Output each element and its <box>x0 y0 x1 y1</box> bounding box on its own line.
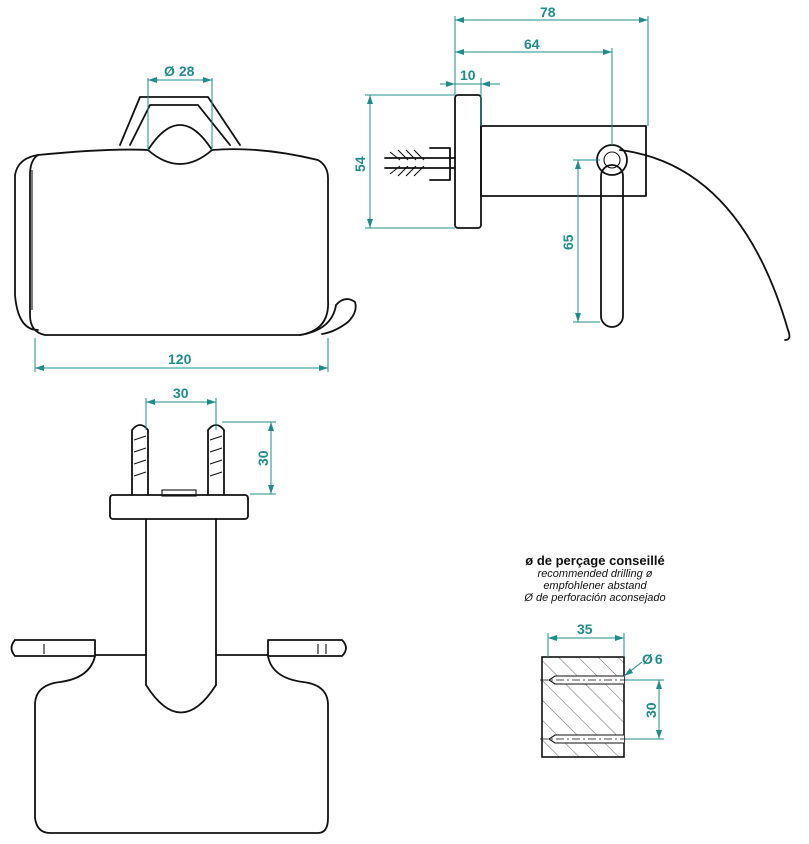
dimension-label-front-width: 120 <box>168 351 192 367</box>
side-view <box>384 94 791 341</box>
dimension-label-drill-spacing: 30 <box>643 702 659 718</box>
drilling-note-es: Ø de perforación aconsejado <box>524 592 666 604</box>
drilling-detail <box>540 656 660 758</box>
drilling-note-en: recommended drilling ø <box>537 568 653 580</box>
top-view <box>10 424 347 834</box>
top-view-dimensions: 30 30 <box>145 385 276 495</box>
dimension-label-top-arm: 64 <box>524 36 540 52</box>
drilling-note-de: empfohlener abstand <box>543 580 647 592</box>
dimension-label-drill-width: 35 <box>577 621 593 637</box>
front-view <box>14 96 357 336</box>
dimension-label-side-height: 54 <box>352 156 368 172</box>
side-dimensions: 78 64 10 54 65 <box>352 4 649 323</box>
drilling-note: ø de perçage conseillé recommended drill… <box>470 553 720 604</box>
dimension-label-arm-drop: 65 <box>560 234 576 250</box>
dimension-label-top-width: 78 <box>540 4 556 20</box>
drilling-note-title: ø de perçage conseillé <box>525 553 665 568</box>
dimension-label-top-plate: 10 <box>460 67 476 83</box>
dimension-label-bottom-spacing: 30 <box>173 385 189 401</box>
dimension-label-bottom-depth: 30 <box>255 450 271 466</box>
